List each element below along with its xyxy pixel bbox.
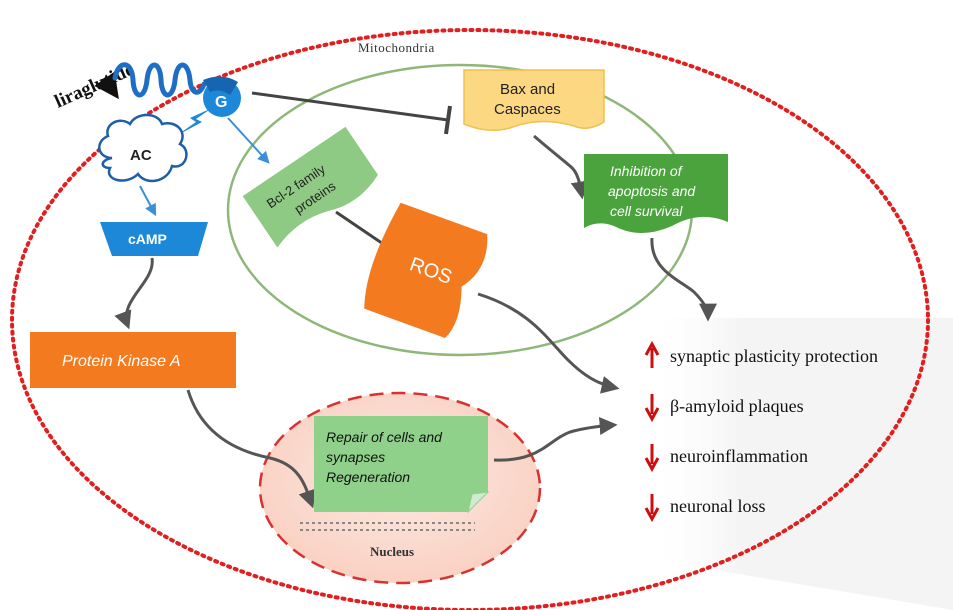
repair-line3: Regeneration	[326, 469, 410, 485]
outcome-3: neuroinflammation	[644, 444, 808, 473]
camp-label: cAMP	[128, 231, 167, 247]
arrow-up-icon	[644, 340, 660, 368]
mitochondria-label: Mitochondria	[358, 40, 435, 55]
g-protein-label: G	[215, 94, 227, 111]
ac-to-camp-arrow	[139, 185, 157, 217]
repair-line2: synapses	[326, 449, 385, 465]
pka-to-repair-arrow	[186, 389, 316, 509]
g-to-bcl2-arrow	[227, 117, 270, 164]
inhibition-line1: Inhibition of	[610, 163, 684, 179]
bcl2-box	[242, 126, 378, 248]
ac-cloud	[98, 113, 188, 183]
ros-shape	[364, 202, 488, 339]
outcome-4-label: neuronal loss	[670, 496, 765, 516]
outcome-3-label: neuroinflammation	[670, 446, 808, 466]
g-to-bax-inhibition	[251, 91, 449, 122]
repair-box	[314, 416, 488, 512]
cell-membrane	[10, 28, 930, 610]
inhibition-to-outcomes-arrow	[650, 237, 717, 322]
outcome-2-label: β-amyloid plaques	[670, 396, 804, 416]
arrow-down-icon	[644, 394, 660, 423]
pka-label: Protein Kinase A	[62, 353, 181, 370]
g-to-bax-inhibition-bar	[444, 105, 452, 135]
inhibition-box	[584, 154, 728, 233]
outcome-1: synaptic plasticity protection	[644, 340, 878, 368]
g-protein-cap	[203, 76, 238, 95]
liraglutide-arrow	[94, 71, 119, 100]
bax-line1: Bax and	[500, 81, 555, 98]
nucleus-label: Nucleus	[370, 544, 414, 559]
ac-label: AC	[130, 147, 152, 164]
outcome-4: neuronal loss	[644, 494, 765, 523]
outcome-2: β-amyloid plaques	[644, 394, 804, 423]
bax-to-inhibition-arrow	[533, 134, 589, 200]
ros-to-outcomes-arrow	[477, 292, 620, 394]
outcomes-panel	[646, 318, 953, 610]
inhibition-line3: cell survival	[610, 203, 683, 219]
inhibition-line2: apoptosis and	[608, 183, 696, 199]
repair-line1: Repair of cells and	[326, 429, 443, 445]
outcome-1-label: synaptic plasticity protection	[670, 346, 878, 366]
bax-box	[463, 69, 605, 131]
repair-box-fold	[467, 491, 490, 514]
arrow-down-icon	[644, 494, 660, 523]
pka-box	[30, 332, 236, 388]
arrow-down-icon	[644, 444, 660, 473]
camp-shape	[100, 222, 208, 256]
bax-line2: Caspaces	[494, 101, 561, 118]
repair-to-outcomes-arrow	[493, 417, 618, 462]
glp1-receptor	[112, 62, 207, 98]
camp-to-pka-arrow	[114, 257, 154, 330]
